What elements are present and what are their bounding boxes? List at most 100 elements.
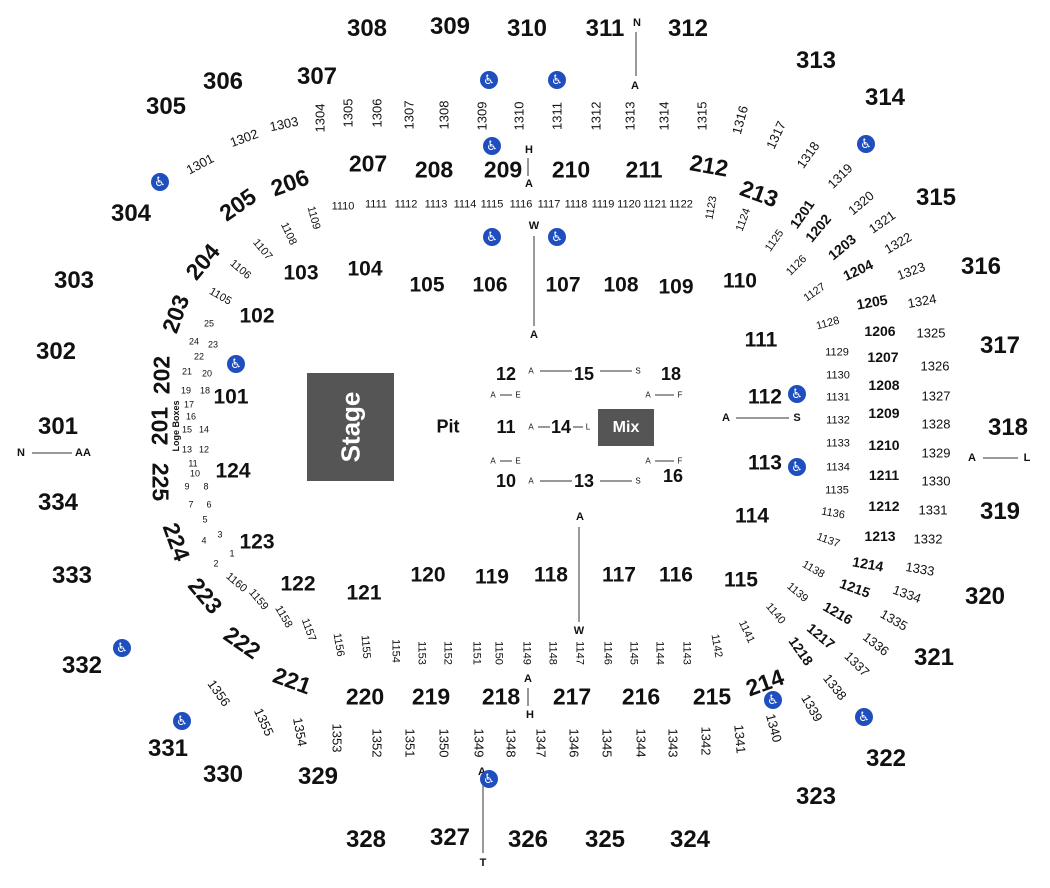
section-200-level[interactable]: 225 — [147, 462, 174, 502]
section-1300-level[interactable]: 1350 — [436, 728, 452, 758]
section-200-level[interactable]: 208 — [414, 156, 454, 183]
section-100-level[interactable]: 121 — [346, 581, 382, 605]
section-200-level[interactable]: 218 — [481, 683, 521, 710]
loge-box[interactable]: 6 — [206, 499, 212, 510]
section-100-level[interactable]: 122 — [280, 572, 316, 596]
section-100-level[interactable]: 107 — [545, 273, 581, 297]
section-1300-level[interactable]: 1328 — [921, 416, 951, 432]
section-300-level[interactable]: 321 — [913, 644, 955, 671]
section-300-level[interactable]: 307 — [296, 63, 338, 90]
loge-box[interactable]: 19 — [180, 385, 192, 396]
section-300-level[interactable]: 310 — [506, 15, 548, 42]
section-1100-level[interactable]: 1110 — [331, 200, 355, 213]
section-1100-level[interactable]: 1146 — [601, 641, 614, 665]
section-1300-level[interactable]: 1313 — [622, 101, 638, 131]
section-1300-level[interactable]: 1330 — [921, 473, 951, 489]
section-200-level[interactable]: 209 — [483, 156, 523, 183]
loge-box[interactable]: 18 — [199, 385, 211, 396]
section-300-level[interactable]: 309 — [429, 13, 471, 40]
section-1300-level[interactable]: 1351 — [402, 728, 418, 758]
section-1200-level[interactable]: 1210 — [868, 437, 900, 453]
section-1300-level[interactable]: 1306 — [369, 98, 385, 128]
section-100-level[interactable]: 105 — [409, 273, 445, 297]
section-1300-level[interactable]: 1346 — [566, 728, 582, 758]
section-300-level[interactable]: 301 — [37, 413, 79, 440]
section-100-level[interactable]: 101 — [213, 385, 249, 409]
loge-box[interactable]: 5 — [202, 514, 208, 525]
loge-box[interactable]: 13 — [181, 444, 193, 455]
section-1100-level[interactable]: 1145 — [627, 641, 640, 665]
section-1200-level[interactable]: 1207 — [867, 349, 899, 365]
section-1100-level[interactable]: 1144 — [653, 641, 666, 665]
section-1100-level[interactable]: 1143 — [680, 641, 693, 665]
section-100-level[interactable]: 118 — [534, 563, 568, 587]
section-100-level[interactable]: 110 — [723, 269, 757, 293]
pit-label[interactable]: Pit — [436, 416, 460, 437]
section-300-level[interactable]: 328 — [345, 826, 387, 853]
section-300-level[interactable]: 311 — [585, 15, 625, 42]
section-1200-level[interactable]: 1206 — [864, 323, 896, 339]
section-100-level[interactable]: 109 — [658, 275, 694, 299]
section-300-level[interactable]: 322 — [865, 745, 907, 772]
section-300-level[interactable]: 317 — [979, 332, 1021, 359]
section-1300-level[interactable]: 1341 — [731, 723, 749, 755]
section-1300-level[interactable]: 1348 — [503, 728, 519, 758]
section-1100-level[interactable]: 1117 — [537, 198, 561, 211]
section-1100-level[interactable]: 1112 — [394, 198, 418, 211]
loge-box[interactable]: 4 — [201, 535, 207, 546]
section-200-level[interactable]: 211 — [625, 156, 663, 183]
section-300-level[interactable]: 330 — [202, 761, 244, 788]
section-1300-level[interactable]: 1311 — [549, 102, 565, 130]
loge-box[interactable]: 17 — [183, 399, 195, 410]
section-1100-level[interactable]: 1133 — [826, 437, 850, 450]
section-1300-level[interactable]: 1349 — [471, 728, 487, 758]
section-1200-level[interactable]: 1213 — [864, 528, 896, 544]
section-100-level[interactable]: 108 — [603, 273, 639, 297]
section-1100-level[interactable]: 1134 — [826, 461, 850, 474]
section-1300-level[interactable]: 1352 — [369, 728, 385, 758]
section-1300-level[interactable]: 1342 — [698, 726, 714, 756]
section-300-level[interactable]: 334 — [37, 489, 79, 516]
loge-box[interactable]: 11 — [188, 458, 198, 469]
section-100-level[interactable]: 106 — [472, 273, 508, 297]
section-1300-level[interactable]: 1331 — [918, 502, 948, 518]
section-1300-level[interactable]: 1345 — [599, 728, 615, 758]
section-1300-level[interactable]: 1310 — [511, 101, 527, 131]
section-1300-level[interactable]: 1326 — [920, 358, 950, 374]
section-100-level[interactable]: 123 — [239, 530, 275, 554]
section-1200-level[interactable]: 1211 — [868, 467, 900, 483]
section-100-level[interactable]: 111 — [744, 328, 778, 352]
loge-box[interactable]: 12 — [198, 444, 210, 455]
section-1100-level[interactable]: 1131 — [826, 391, 850, 404]
section-1100-level[interactable]: 1147 — [573, 641, 586, 665]
section-100-level[interactable]: 116 — [659, 563, 693, 587]
section-300-level[interactable]: 313 — [795, 47, 837, 74]
section-1300-level[interactable]: 1343 — [665, 728, 681, 758]
section-100-level[interactable]: 113 — [748, 451, 782, 475]
section-300-level[interactable]: 320 — [964, 583, 1006, 610]
floor-section[interactable]: 18 — [660, 364, 682, 384]
section-1300-level[interactable]: 1308 — [436, 100, 452, 130]
section-300-level[interactable]: 331 — [147, 735, 189, 762]
floor-section[interactable]: 11 — [496, 417, 516, 437]
section-100-level[interactable]: 102 — [239, 304, 275, 328]
section-1100-level[interactable]: 1135 — [825, 484, 849, 497]
section-300-level[interactable]: 306 — [202, 68, 244, 95]
section-300-level[interactable]: 323 — [795, 783, 837, 810]
section-100-level[interactable]: 114 — [735, 504, 769, 528]
section-1200-level[interactable]: 1212 — [868, 498, 900, 514]
section-300-level[interactable]: 302 — [35, 338, 77, 365]
section-1100-level[interactable]: 1150 — [492, 641, 505, 665]
section-300-level[interactable]: 326 — [507, 826, 549, 853]
loge-box[interactable]: 9 — [184, 481, 190, 492]
section-300-level[interactable]: 314 — [864, 84, 906, 111]
section-1100-level[interactable]: 1119 — [591, 198, 615, 211]
loge-box[interactable]: 14 — [198, 424, 210, 435]
section-300-level[interactable]: 319 — [979, 498, 1021, 525]
section-1100-level[interactable]: 1155 — [358, 634, 373, 660]
section-200-level[interactable]: 215 — [692, 683, 732, 710]
section-300-level[interactable]: 315 — [915, 184, 957, 211]
loge-box[interactable]: 7 — [188, 499, 194, 510]
section-300-level[interactable]: 303 — [53, 267, 95, 294]
loge-box[interactable]: 8 — [203, 481, 209, 492]
